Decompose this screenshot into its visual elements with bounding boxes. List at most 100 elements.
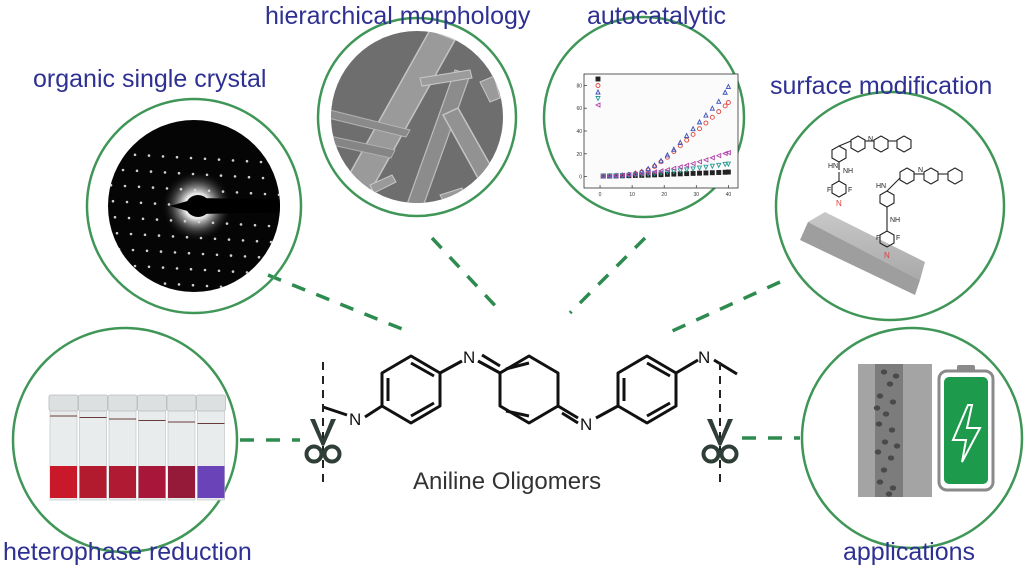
diffraction-spot [161,155,165,158]
y-tick-label: 60 [576,106,582,112]
data-point [677,164,683,170]
diffraction-spot [229,254,233,257]
diffraction-spot [203,268,207,272]
diffraction-spot [245,271,249,274]
data-point [716,109,722,115]
diffraction-spot [213,237,217,241]
diffraction-spot [239,223,243,226]
data-point [613,172,619,179]
vial-cap [137,394,167,412]
diffraction-spot [137,185,141,189]
diffraction-spot [290,178,293,181]
data-point [671,146,677,152]
diffraction-spot [288,162,291,165]
diffraction-spot [205,284,209,288]
diffraction-spot [157,234,161,237]
panel-ring [542,15,746,219]
vial [107,394,138,501]
diffraction-spot [191,283,195,287]
vial-row-image [48,394,226,501]
data-point [709,114,715,120]
nanoparticle [882,411,890,417]
diffraction-spot [259,271,263,275]
diffraction-spot [163,282,167,285]
diffraction-spot [247,287,251,290]
data-point [709,155,715,161]
diffraction-spot [231,270,235,273]
panel-hierarchical-morphology [316,16,518,218]
nanoparticle [892,373,900,379]
diffraction-spot [121,279,125,283]
diffraction-spot [203,157,207,161]
diffraction-spot [197,220,201,224]
diffraction-spot [159,250,163,253]
diffraction-spot [201,252,205,256]
panel-heterophase-reduction [11,326,239,554]
data-point [697,170,702,176]
diffraction-spot [111,199,115,203]
data-point [696,118,703,125]
data-point [625,172,632,178]
label-surface-modification: surface modification [770,72,993,100]
diffraction-spot [151,186,155,189]
diffraction-spot [155,218,159,221]
nanoparticle [875,421,883,427]
svg-text:F: F [827,187,831,194]
diffraction-spot [267,224,271,228]
diffraction-spot [302,274,305,277]
diffraction-spot [129,232,133,236]
diffraction-spot [153,202,157,205]
data-point [716,170,722,175]
vial [166,394,197,501]
data-point [696,159,702,165]
vial-cap [107,394,138,412]
nanoparticle [873,405,881,411]
diffraction-spot [171,235,175,238]
diffraction-spot [133,153,137,157]
diffraction-spot [205,173,209,177]
data-point [709,163,716,170]
diffraction-spot [92,151,95,154]
diffraction-spot [219,174,223,177]
vial [78,394,108,501]
center-title: Aniline Oligomers [413,468,602,495]
legend-marker [595,83,601,88]
connector-autocatalytic [568,236,647,315]
diffraction-spot [183,219,187,223]
diffraction-spot [161,266,165,269]
diffraction-spot [207,189,211,193]
diffraction-spot [98,199,101,202]
data-point [716,162,722,169]
svg-text:NH: NH [890,217,900,224]
diffraction-spot [175,155,179,159]
data-point [722,103,728,109]
diffraction-spot [165,187,169,190]
x-tick-label: 40 [726,192,732,198]
diffraction-spot [147,265,151,269]
diffraction-spot [123,184,127,188]
diffraction-spot [235,191,239,194]
diffraction-spot [167,203,171,206]
scissors-icon [304,419,342,464]
diffraction-spot [108,151,109,155]
data-point [709,105,716,111]
diffraction-spot [277,193,280,197]
nanoparticle [876,479,884,485]
diffraction-spot [108,167,111,171]
diffraction-spot [263,192,267,196]
vial [137,394,167,501]
data-point [677,168,683,174]
diffraction-spot [273,161,277,165]
diffraction-spot [275,288,279,292]
diffraction-spot [225,222,229,225]
connector-crystal [267,273,413,335]
nanoparticle [874,449,882,455]
diffraction-spot [253,223,257,227]
data-point [683,162,690,169]
data-point [725,161,732,168]
diffraction-spot [292,194,295,197]
tem-nanowire-image [858,364,932,497]
diffraction-spot [189,156,193,160]
scissors-icon [701,419,739,464]
